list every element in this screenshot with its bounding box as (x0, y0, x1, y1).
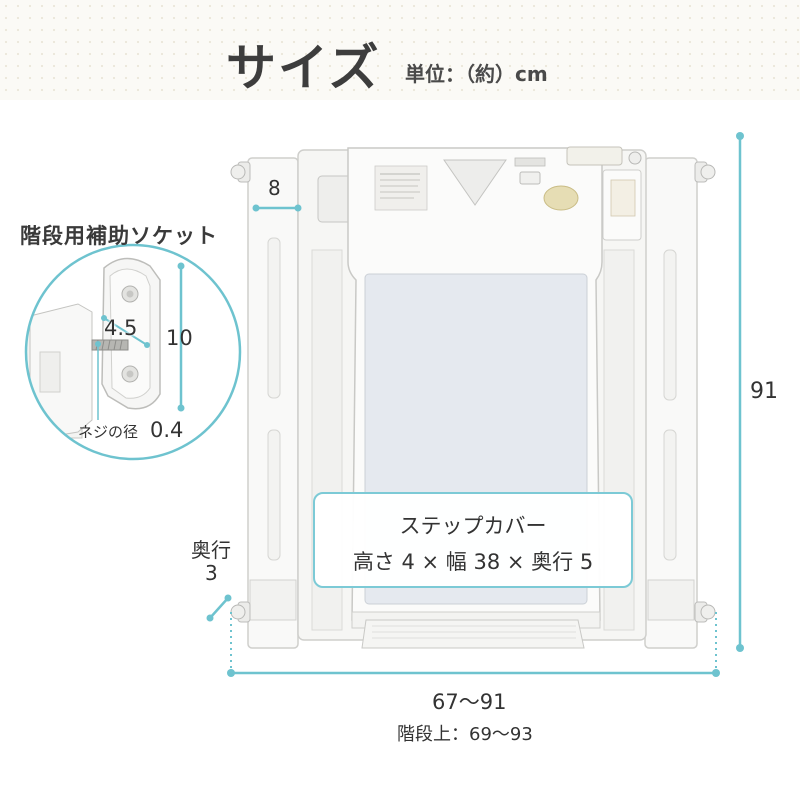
width-range-label: 67〜91 (432, 690, 507, 714)
frame-width-label: 8 (268, 176, 281, 200)
step-cover-illustration (361, 619, 585, 649)
step-cover-callout: ステップカバー 高さ 4 × 幅 38 × 奥行 5 (313, 492, 633, 588)
screw-diameter-label: ネジの径 (78, 423, 139, 441)
step-cover-spec: 高さ 4 × 幅 38 × 奥行 5 (352, 550, 594, 574)
width-dimension (227, 612, 720, 677)
socket-height-label: 10 (166, 326, 193, 350)
frame-width-dimension (252, 204, 302, 212)
height-dimension (736, 132, 744, 652)
height-label: 91 (750, 379, 778, 404)
right-post (644, 157, 716, 649)
left-post (230, 157, 299, 649)
header-band (0, 0, 800, 100)
depth-label: 奥行 (191, 538, 231, 562)
stairs-width-label: 階段上：69〜93 (397, 724, 533, 745)
socket-width-label: 4.5 (104, 316, 138, 340)
depth-dimension (206, 594, 232, 622)
page-title: サイズ (226, 39, 381, 97)
depth-value: 3 (205, 561, 218, 585)
screw-diameter-value: 0.4 (150, 418, 184, 442)
unit-note: 単位：（約）cm (405, 62, 548, 86)
socket-title: 階段用補助ソケット (20, 224, 218, 248)
step-cover-name: ステップカバー (399, 514, 547, 538)
